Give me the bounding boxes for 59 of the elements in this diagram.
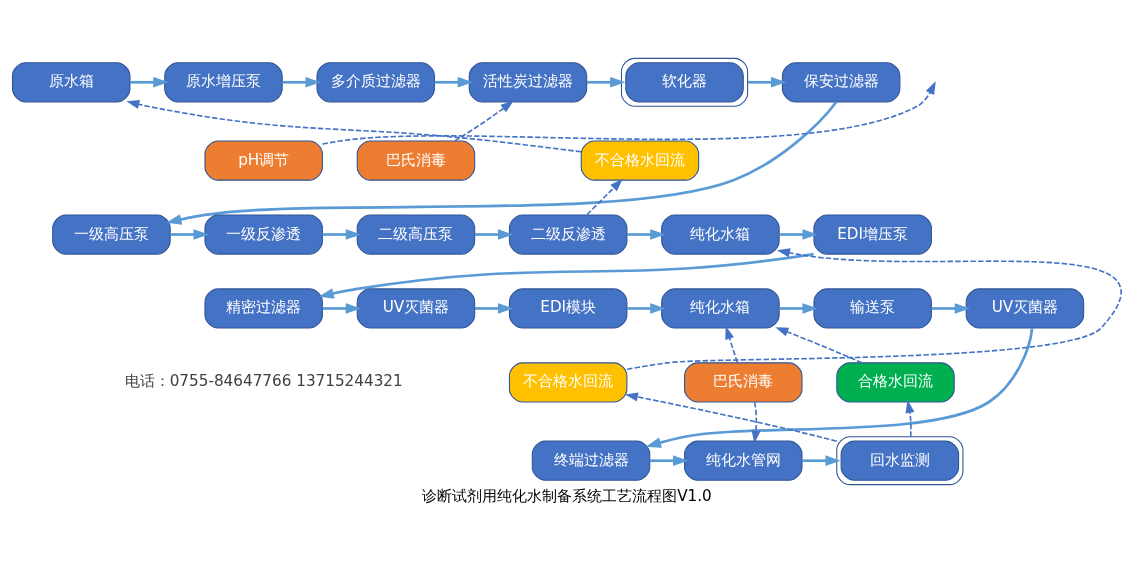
node-box: 精密过滤器 [204,287,323,329]
arrow [434,76,473,88]
arrow [318,252,814,299]
node-box: 活性炭过滤器 [468,61,588,102]
node-box: 不合格水回流 [508,361,628,403]
arrow [775,326,863,364]
arrow [802,454,841,466]
node-box: pH调节 [204,139,323,181]
arrow [626,247,1122,370]
arrow [751,401,761,443]
arrow [453,100,514,142]
arrow [166,100,838,225]
arrow [779,302,818,314]
node-box: 巴氏消毒 [356,139,476,181]
node-box: 终端过滤器 [531,440,651,481]
node-box: 一级高压泵 [52,213,171,255]
node-box: 软化器 [620,57,749,107]
node-box: 一级反渗透 [204,213,323,255]
arrow [130,76,169,88]
arrow [747,76,787,88]
node-box: 不合格水回流 [580,139,700,181]
arrow [586,178,623,215]
arrow [627,302,666,314]
diagram-title: 诊断试剂用纯化水制备系统工艺流程图V1.0 [422,486,712,505]
node-box: EDI增压泵 [813,213,932,255]
arrow [624,391,838,442]
label: 电话：0755-84647766 13715244321 [124,371,403,390]
node-box: 原水箱 [11,61,131,102]
arrow [931,302,970,314]
arrow [322,228,361,240]
arrow [474,228,514,240]
node-box: 回水监测 [836,435,964,485]
node-box: 纯化水箱 [661,287,780,329]
arrow [322,302,361,314]
node-box: 原水增压泵 [164,61,283,102]
node-box: 多介质过滤器 [316,61,435,102]
arrow [649,454,689,466]
node-box: 巴氏消毒 [684,361,803,403]
node-box: UV灭菌器 [965,287,1085,329]
arrow [779,228,818,240]
node-box: UV灭菌器 [356,287,476,329]
node-box: 输送泵 [813,287,932,329]
arrow [126,99,582,153]
node-box: 纯化水管网 [684,440,803,481]
arrow [725,325,739,363]
arrow [587,76,626,88]
node-box: 合格水回流 [836,361,955,403]
node-box: 纯化水箱 [661,213,780,255]
arrow [321,80,936,145]
node-box: EDI模块 [508,287,628,329]
node-box: 二级高压泵 [356,213,476,255]
arrow [905,399,915,437]
arrow [627,228,666,240]
arrow [645,327,1034,448]
node-box: 保安过滤器 [781,61,901,102]
arrow [282,76,321,88]
arrow [474,302,514,314]
arrow [170,228,209,240]
node-box: 二级反渗透 [508,213,628,255]
